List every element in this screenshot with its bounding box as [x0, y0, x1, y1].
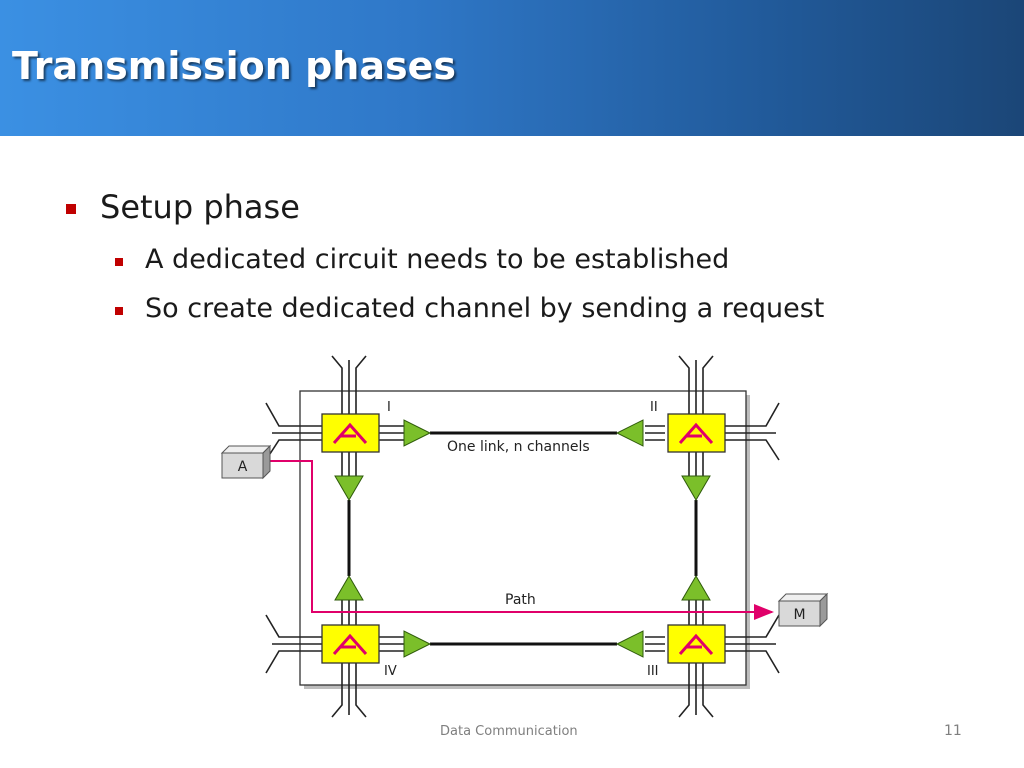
bullet-marker [66, 204, 76, 214]
station-label-m: M [793, 607, 805, 623]
path-label: Path [505, 592, 536, 608]
station-label-a: A [238, 459, 248, 475]
switch-symbol-icon [332, 633, 368, 655]
mux-arrow-4-right [403, 630, 432, 658]
sub-bullet-marker [115, 307, 123, 315]
switch-4 [321, 624, 380, 664]
title-bar: Transmission phases [0, 0, 1024, 136]
external-lines-switch-4 [265, 614, 367, 718]
sub-bullet-dedicated-circuit: A dedicated circuit needs to be establis… [145, 244, 730, 275]
switch-label-2: II [650, 400, 658, 415]
mux-arrow-1-down [334, 475, 364, 501]
switch-symbol-icon [678, 633, 714, 655]
switch-1 [321, 413, 380, 453]
channel-lines [341, 425, 704, 652]
sub-bullet-marker [115, 258, 123, 266]
sub-bullet-create-channel: So create dedicated channel by sending a… [145, 293, 825, 324]
switch-2 [667, 413, 726, 453]
page-number: 11 [944, 723, 962, 739]
link-label: One link, n channels [447, 439, 590, 455]
mux-arrow-4-up [334, 575, 364, 601]
mux-arrow-1-right [403, 419, 432, 447]
multiplexer-arrows [334, 419, 711, 658]
switch-symbol-icon [332, 422, 368, 444]
station-a [220, 444, 272, 480]
trunk-links [347, 431, 698, 646]
mux-arrow-2-down [681, 475, 711, 501]
footer-text: Data Communication [440, 724, 578, 739]
mux-arrow-3-left [615, 630, 644, 658]
mux-arrow-3-up [681, 575, 711, 601]
switch-label-4: IV [384, 664, 397, 679]
switch-symbol-icon [678, 422, 714, 444]
switch-3 [667, 624, 726, 664]
station-m [777, 592, 829, 628]
mux-arrow-2-left [615, 419, 644, 447]
external-lines-switch-3 [678, 614, 780, 718]
circuit-path [265, 460, 774, 620]
switch-label-3: III [647, 664, 659, 679]
slide-title: Transmission phases [12, 44, 456, 88]
bullet-setup-phase: Setup phase [100, 188, 300, 226]
switch-label-1: I [387, 400, 391, 415]
external-lines-switch-1 [265, 355, 367, 461]
external-lines-switch-2 [678, 355, 780, 461]
